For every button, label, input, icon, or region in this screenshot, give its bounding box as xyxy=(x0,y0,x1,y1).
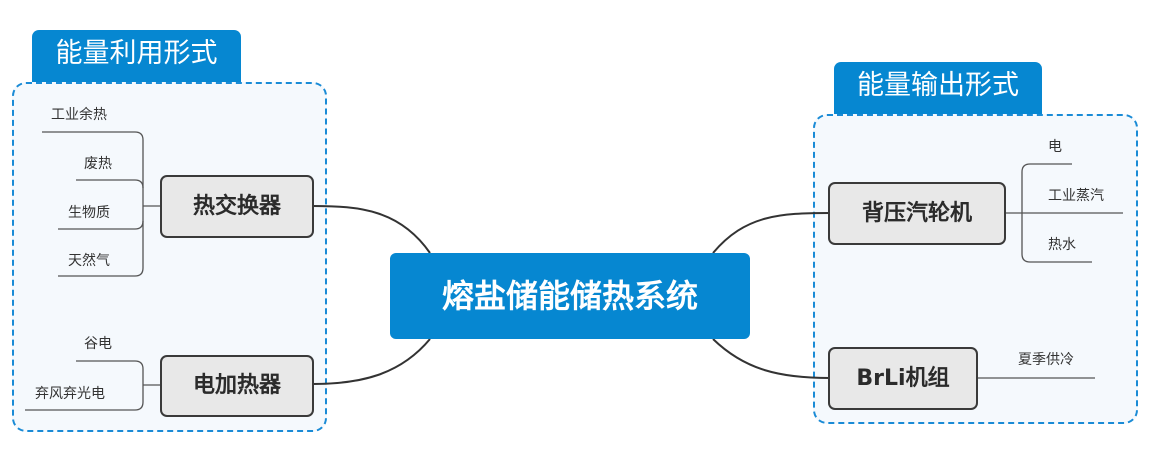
subtopic-waste-heat[interactable]: 废热 xyxy=(84,156,112,172)
topic-electric-heater[interactable]: 电加热器 xyxy=(160,355,314,417)
topic-heat-exchanger[interactable]: 热交换器 xyxy=(160,175,314,238)
subtopic-natural-gas[interactable]: 天然气 xyxy=(68,253,110,269)
topic-brli-unit[interactable]: BrLi机组 xyxy=(828,347,978,410)
subtopic-electricity[interactable]: 电 xyxy=(1048,139,1062,155)
boundary-label-energy-input[interactable]: 能量利用形式 xyxy=(32,30,241,82)
subtopic-industrial-steam[interactable]: 工业蒸汽 xyxy=(1048,188,1104,204)
connector-center-heat-exchanger xyxy=(312,205,431,254)
subtopic-industrial-waste-heat[interactable]: 工业余热 xyxy=(51,107,107,123)
subtopic-biomass[interactable]: 生物质 xyxy=(68,205,110,221)
central-topic[interactable]: 熔盐储能储热系统 xyxy=(390,253,750,339)
subtopic-valley-electricity[interactable]: 谷电 xyxy=(84,336,112,352)
connector-center-turbine xyxy=(712,212,831,254)
topic-back-pressure-turbine[interactable]: 背压汽轮机 xyxy=(828,182,1006,245)
subtopic-summer-cooling[interactable]: 夏季供冷 xyxy=(1018,352,1074,368)
connector-center-brli xyxy=(712,338,831,379)
subtopic-hot-water[interactable]: 热水 xyxy=(1048,237,1076,253)
subtopic-curtailed-wind-solar[interactable]: 弃风弃光电 xyxy=(35,386,105,402)
boundary-label-energy-output[interactable]: 能量输出形式 xyxy=(834,62,1042,114)
connector-center-electric-heater xyxy=(312,338,431,385)
